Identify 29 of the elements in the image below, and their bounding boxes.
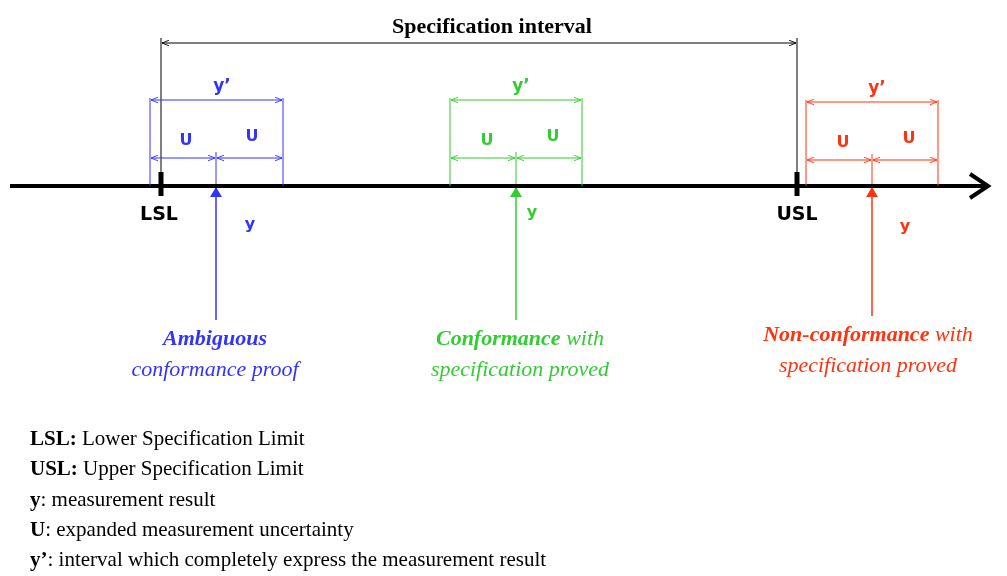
result-label: y (899, 218, 911, 234)
interval-label: y’ (868, 79, 886, 96)
conclusion-text: Non-conformance with specification proved (743, 318, 993, 380)
measurement-point (870, 184, 874, 188)
arrow (866, 187, 878, 317)
title: Specification interval (392, 15, 592, 37)
conclusion-text: Ambiguous conformance proof (115, 322, 315, 384)
arrow (510, 187, 522, 321)
key-text: U: expanded measurement uncertainty (30, 518, 354, 540)
uncertainty-label: U (546, 128, 560, 144)
uncertainty-label: U (245, 128, 259, 144)
interval-label: y’ (213, 77, 231, 94)
result-label: y (244, 216, 256, 232)
key-text: USL: Upper Specification Limit (30, 458, 304, 480)
key-text: LSL: Lower Specification Limit (30, 428, 305, 449)
uncertainty-label: U (836, 134, 850, 150)
limit-label: USL (776, 204, 818, 223)
key-text: y: measurement result (30, 488, 216, 510)
uncertainty-label: U (480, 132, 494, 148)
measurement-point (514, 184, 518, 188)
uncertainty-label: U (902, 130, 916, 146)
conclusion-text: Conformance with specification proved (400, 322, 640, 384)
arrow (210, 187, 222, 321)
measurement-point (214, 184, 218, 188)
limit-label: LSL (140, 204, 178, 223)
result-label: y (526, 204, 538, 220)
key-text: y’: interval which completely express the measurement result (30, 549, 547, 571)
uncertainty-label: U (179, 132, 193, 148)
interval-label: y’ (512, 77, 530, 94)
